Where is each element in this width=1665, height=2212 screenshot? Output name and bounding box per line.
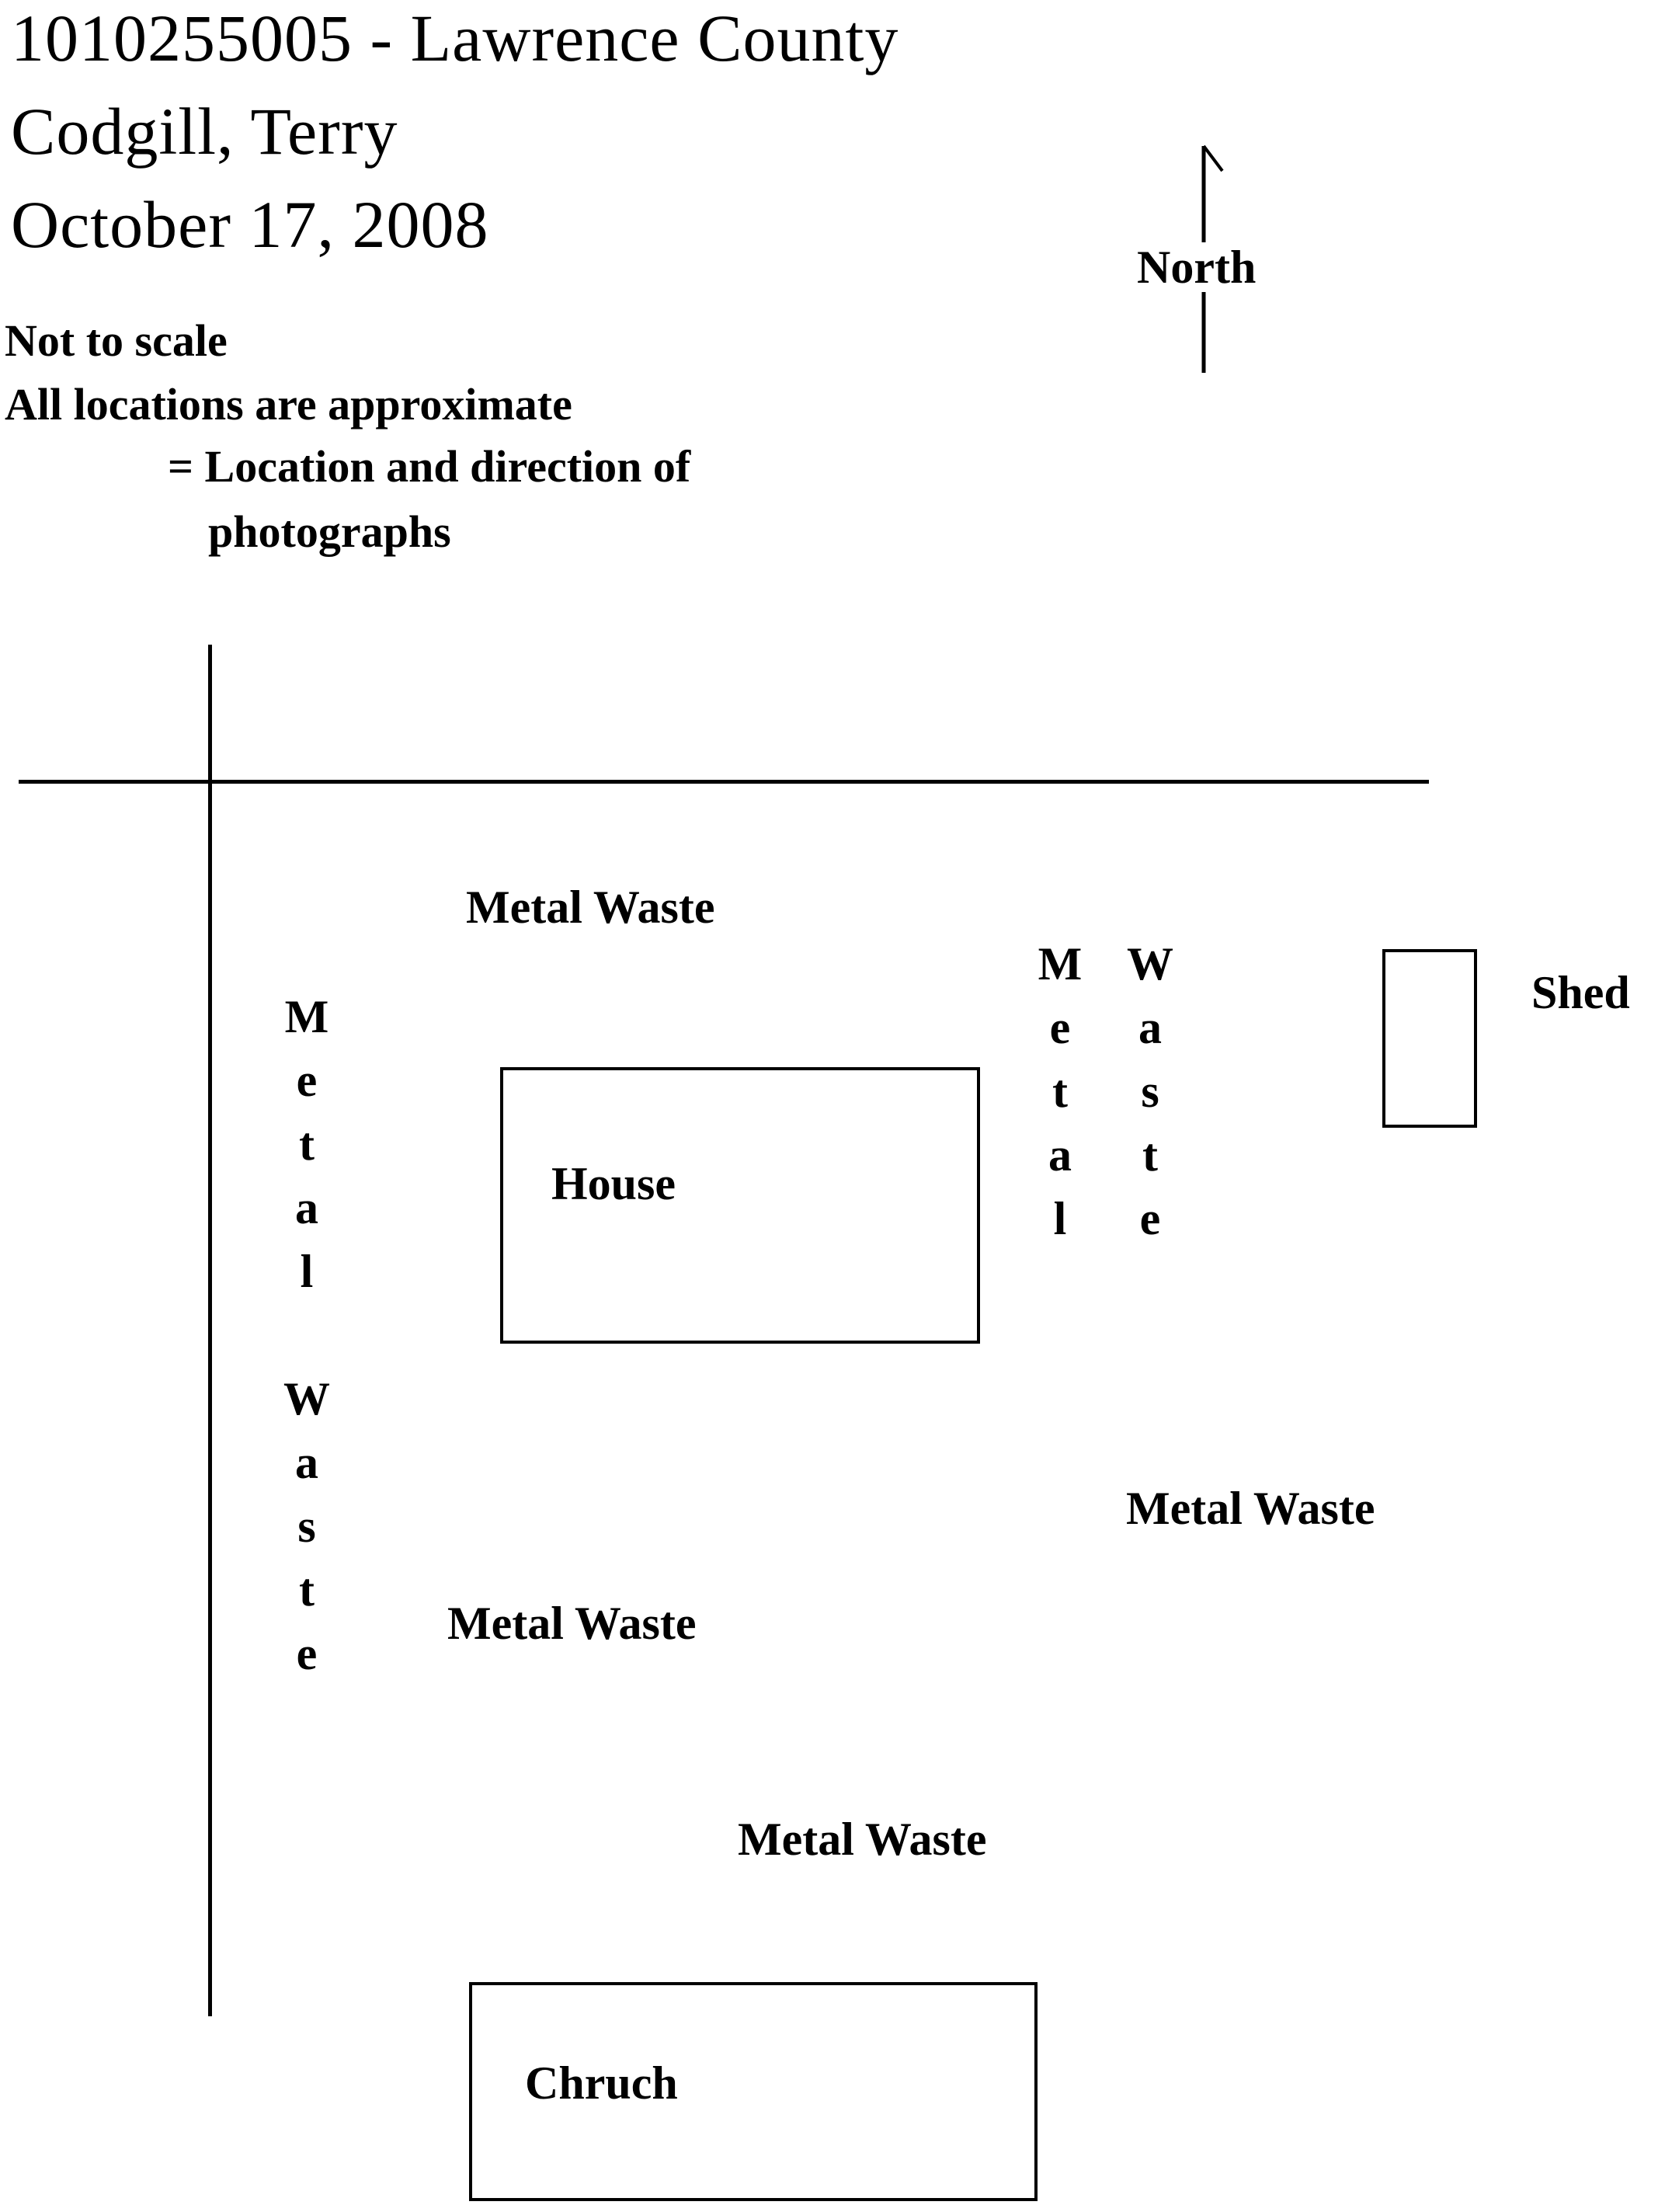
road-horizontal — [19, 780, 1429, 784]
waste-label-vertical-right: W a s t e — [1123, 932, 1177, 1250]
vertical-letter: t — [299, 1118, 315, 1170]
road-vertical — [208, 645, 212, 2016]
legend-text-line1: = Location and direction of — [168, 441, 691, 492]
vertical-letter: l — [1053, 1193, 1067, 1244]
metal-waste-label-middle-left: Metal Waste — [447, 1598, 697, 1649]
header-title: 1010255005 - Lawrence County — [11, 1, 899, 75]
vertical-letter: t — [299, 1564, 315, 1616]
vertical-letter: t — [1052, 1066, 1068, 1117]
vertical-letter: s — [297, 1501, 316, 1552]
header-date: October 17, 2008 — [11, 187, 489, 262]
vertical-letter: e — [296, 1055, 318, 1106]
metal-label-vertical-right: M e t a l — [1033, 932, 1087, 1250]
metal-waste-label-left: M e t a l W a s t e — [280, 985, 334, 1685]
metal-waste-label-middle-right: Metal Waste — [1126, 1483, 1375, 1534]
vertical-letter: s — [1141, 1066, 1159, 1117]
vertical-letter: a — [1048, 1129, 1072, 1181]
house-label: House — [551, 1158, 676, 1209]
shed-box — [1382, 949, 1477, 1128]
vertical-letter: e — [1049, 1002, 1071, 1053]
vertical-letter: a — [1138, 1002, 1162, 1053]
vertical-letter: M — [1038, 938, 1083, 989]
vertical-letter: a — [295, 1182, 318, 1233]
church-label: Chruch — [525, 2057, 678, 2109]
vertical-letter: M — [284, 991, 329, 1042]
note-scale: Not to scale — [5, 315, 228, 366]
vertical-letter: e — [1139, 1193, 1161, 1244]
vertical-gap — [280, 1303, 334, 1367]
vertical-letter: a — [295, 1437, 318, 1488]
metal-waste-label-bottom: Metal Waste — [738, 1814, 987, 1865]
header-owner: Codgill, Terry — [11, 94, 398, 169]
vertical-letter: l — [300, 1246, 314, 1297]
vertical-letter: t — [1142, 1129, 1158, 1181]
metal-waste-label-top: Metal Waste — [466, 882, 715, 933]
vertical-letter: W — [1127, 938, 1173, 989]
legend-text-line2: photographs — [208, 506, 451, 557]
house-box — [500, 1067, 980, 1344]
shed-label: Shed — [1531, 967, 1630, 1018]
church-box — [469, 1982, 1038, 2201]
north-label: North — [1135, 242, 1258, 293]
vertical-letter: W — [283, 1373, 330, 1424]
note-approx: All locations are approximate — [5, 379, 572, 430]
vertical-letter: e — [296, 1628, 318, 1679]
